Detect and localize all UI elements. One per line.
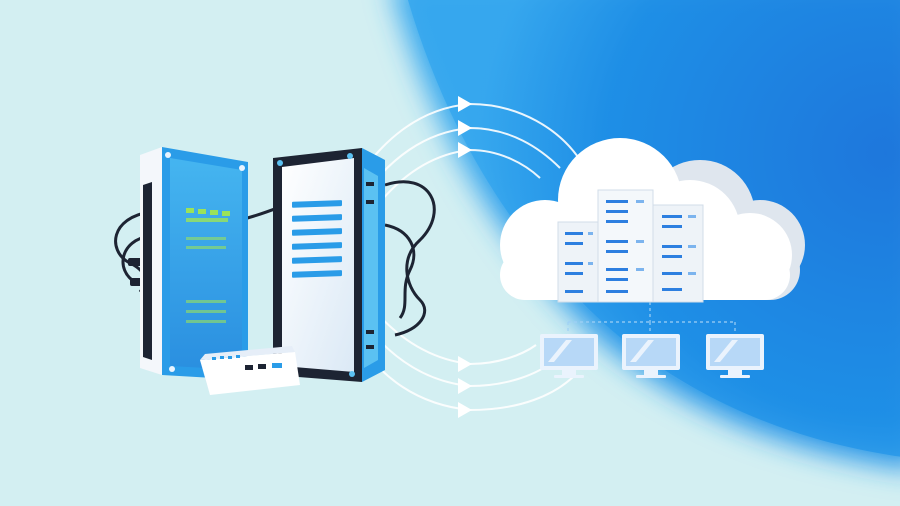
mini-server-unit <box>200 346 300 395</box>
monitor-icon <box>706 334 764 378</box>
vent-slots <box>292 200 342 278</box>
monitor-icon <box>622 334 680 378</box>
server-rack-blue <box>140 147 248 380</box>
server-rack-open <box>273 148 385 382</box>
cloud-database-servers <box>557 189 704 303</box>
client-monitors <box>540 334 764 378</box>
arrow-icons <box>458 96 472 418</box>
monitor-icon <box>540 334 598 378</box>
network-lines <box>567 302 736 332</box>
status-leds <box>186 208 230 323</box>
